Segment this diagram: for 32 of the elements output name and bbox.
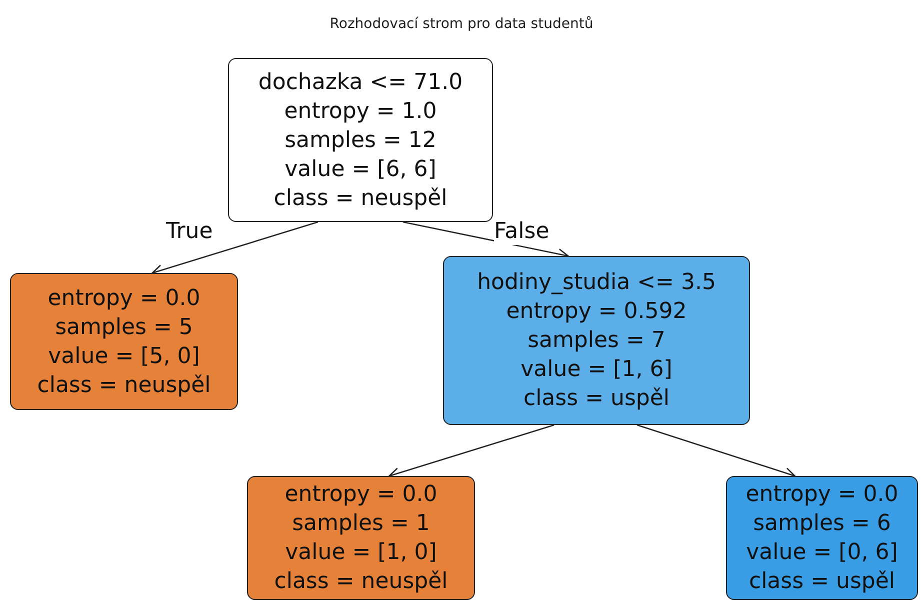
node-text: class = uspěl [748, 568, 896, 596]
tree-node-box [247, 476, 475, 600]
node-text: samples = 5 [55, 314, 193, 342]
node-text: entropy = 0.0 [284, 481, 438, 509]
arrow [388, 424, 554, 478]
node-text: class = uspěl [523, 385, 670, 413]
node-text: class = neuspěl [274, 184, 448, 212]
tree-node-box [726, 476, 918, 600]
node-text: samples = 1 [292, 510, 430, 538]
node-text: class = neuspěl [274, 568, 448, 596]
node-text: hodiny_studia <= 3.5 [477, 269, 716, 297]
node-text: samples = 6 [753, 510, 891, 538]
arrow [636, 424, 796, 478]
node-text: value = [0, 6] [746, 539, 898, 567]
chart-title: Rozhodovací strom pro data studentů [328, 16, 594, 32]
node-text: entropy = 0.592 [506, 298, 687, 326]
node-text: samples = 12 [284, 126, 436, 154]
node-text: dochazka <= 71.0 [258, 68, 463, 96]
node-text: value = [6, 6] [284, 156, 436, 184]
tree-node-box [443, 256, 750, 425]
node-text: entropy = 0.0 [48, 284, 200, 312]
node-text: value = [1, 6] [520, 356, 672, 384]
tree-node-box [228, 58, 493, 222]
node-text: class = neuspěl [37, 372, 211, 400]
node-text: value = [1, 0] [285, 539, 437, 567]
edge-label: False [494, 219, 550, 245]
node-text: samples = 7 [528, 327, 666, 355]
node-text: value = [5, 0] [48, 342, 200, 370]
node-text: entropy = 1.0 [284, 98, 437, 126]
tree-node-box [10, 273, 238, 410]
arrow [152, 221, 318, 276]
node-text: entropy = 0.0 [746, 481, 898, 509]
